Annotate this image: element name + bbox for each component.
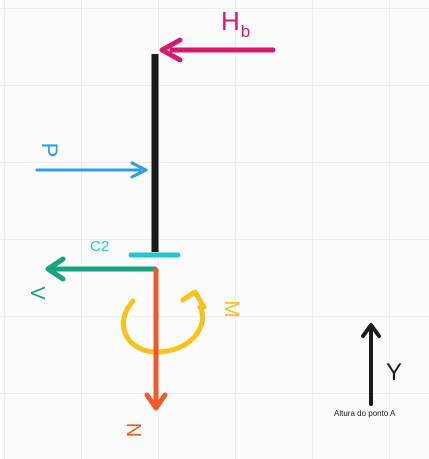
p-label: P xyxy=(37,142,62,158)
y-caption: Altura do ponto A xyxy=(334,409,396,418)
hb-label-subscript: b xyxy=(240,22,251,41)
y-label: Y xyxy=(386,359,403,386)
hb-force-arrow xyxy=(159,37,276,63)
m-label: M xyxy=(220,300,243,318)
n-label: N xyxy=(122,422,144,438)
y-axis-arrow xyxy=(361,323,381,406)
v-force-arrow xyxy=(45,256,158,282)
p-force-arrow xyxy=(35,161,148,179)
hb-label-main: H xyxy=(221,6,240,36)
n-force-arrow xyxy=(144,267,168,411)
m-moment-arrow xyxy=(120,289,207,355)
c2-label: C2 xyxy=(90,238,110,255)
hb-label: Hb xyxy=(221,6,250,40)
v-label: V xyxy=(26,286,48,300)
